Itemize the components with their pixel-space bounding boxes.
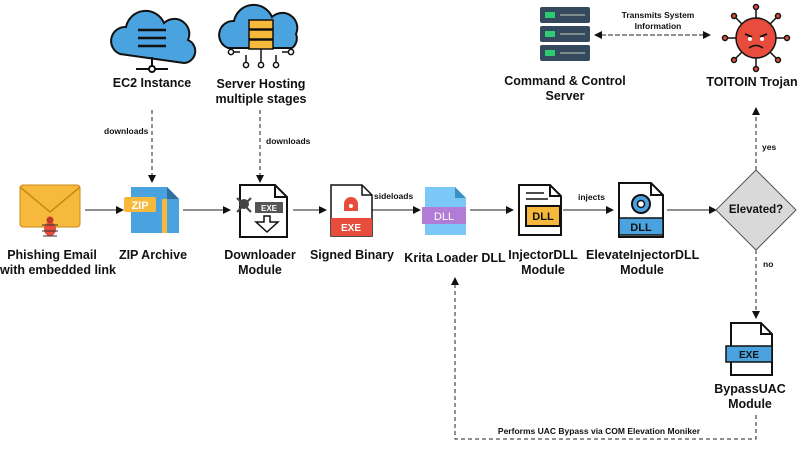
- phishing-line-2: with embedded link: [0, 263, 116, 277]
- no-label-text: no: [763, 259, 774, 269]
- downloads-label-2-text: downloads: [266, 136, 311, 146]
- injects-label-text: injects: [578, 192, 605, 202]
- phishing-label: Phishing Email with embedded link: [0, 248, 116, 278]
- exe-icon-text: EXE: [261, 204, 278, 213]
- downloader-line-1: Downloader: [224, 248, 296, 262]
- yes-label-text: yes: [762, 142, 777, 152]
- injector-label: InjectorDLL Module: [506, 248, 580, 278]
- trojan-label: TOITOIN Trojan: [704, 75, 800, 90]
- c2-line-1: Command & Control: [504, 74, 626, 88]
- transmits-line-2: Information: [634, 21, 682, 31]
- bypass-line-1: BypassUAC: [714, 382, 786, 396]
- krita-label: Krita Loader DLL: [400, 251, 510, 266]
- signed-exe-icon: EXE: [330, 184, 373, 237]
- zip-file-icon: ZIP: [124, 187, 179, 233]
- uac-bypass-label-text: Performs UAC Bypass via COM Elevation Mo…: [497, 426, 701, 436]
- signed-binary-label: Signed Binary: [306, 248, 398, 263]
- signed-exe-text: EXE: [341, 223, 361, 234]
- dll-file-icon: DLL: [422, 187, 466, 235]
- virus-icon: [721, 3, 791, 73]
- elevated-label: Elevated?: [726, 203, 786, 218]
- elevated-label-text: Elevated?: [728, 204, 784, 216]
- injects-label: injects: [578, 192, 614, 203]
- trojan-label-text: TOITOIN Trojan: [706, 75, 798, 89]
- cloud-server-icon: [110, 9, 197, 73]
- decision-diamond: [715, 169, 797, 251]
- envelope-icon: [19, 184, 81, 237]
- injector-line-1: InjectorDLL: [508, 248, 578, 262]
- elevate-line-2: Module: [620, 263, 664, 277]
- sideloads-label-text: sideloads: [374, 191, 414, 201]
- zip-label-text: ZIP Archive: [118, 248, 188, 262]
- connectors: [85, 31, 760, 440]
- server-hosting-line-2: multiple stages: [215, 92, 307, 106]
- bypass-label: BypassUAC Module: [712, 382, 788, 412]
- bypass-exe-text: EXE: [739, 350, 759, 361]
- elevate-dll-icon: DLL: [618, 182, 664, 238]
- downloads-label-1-text: downloads: [104, 126, 149, 136]
- downloads-label-2: downloads: [266, 136, 320, 147]
- krita-dll-text: DLL: [434, 211, 454, 223]
- server-hosting-label: Server Hosting multiple stages: [205, 77, 317, 107]
- c2-line-2: Server: [545, 89, 585, 103]
- ec2-label: EC2 Instance: [100, 76, 204, 91]
- injector-dll-icon: DLL: [518, 184, 562, 236]
- downloader-line-2: Module: [238, 263, 282, 277]
- injector-dll-text: DLL: [532, 211, 554, 223]
- transmits-line-1: Transmits System: [621, 10, 695, 20]
- bypass-line-2: Module: [728, 397, 772, 411]
- c2-label: Command & Control Server: [502, 74, 628, 104]
- bypass-exe-icon: EXE: [725, 322, 773, 376]
- elevate-dll-text: DLL: [630, 222, 652, 234]
- server-rack-icon: [540, 7, 590, 61]
- uac-bypass-label: Performs UAC Bypass via COM Elevation Mo…: [464, 426, 734, 437]
- downloader-label: Downloader Module: [222, 248, 298, 278]
- no-label: no: [763, 259, 783, 270]
- krita-label-text: Krita Loader DLL: [404, 251, 506, 265]
- phishing-line-1: Phishing Email: [7, 248, 97, 262]
- server-hosting-line-1: Server Hosting: [216, 77, 306, 91]
- elevate-line-1: ElevateInjectorDLL: [586, 248, 700, 262]
- downloader-exe-icon: EXE: [236, 184, 288, 238]
- zip-label: ZIP Archive: [112, 248, 194, 263]
- transmits-label: Transmits System Information: [612, 10, 704, 32]
- edge-bypass-krita: [451, 277, 757, 440]
- ec2-label-text: EC2 Instance: [112, 76, 192, 90]
- elevate-label: ElevateInjectorDLL Module: [586, 248, 700, 278]
- sideloads-label: sideloads: [374, 191, 422, 202]
- signed-binary-text: Signed Binary: [309, 248, 395, 262]
- injector-line-2: Module: [521, 263, 565, 277]
- yes-label: yes: [762, 142, 786, 153]
- cloud-stack-icon: [218, 3, 299, 69]
- zip-icon-text: ZIP: [131, 200, 148, 212]
- downloads-label-1: downloads: [104, 126, 158, 137]
